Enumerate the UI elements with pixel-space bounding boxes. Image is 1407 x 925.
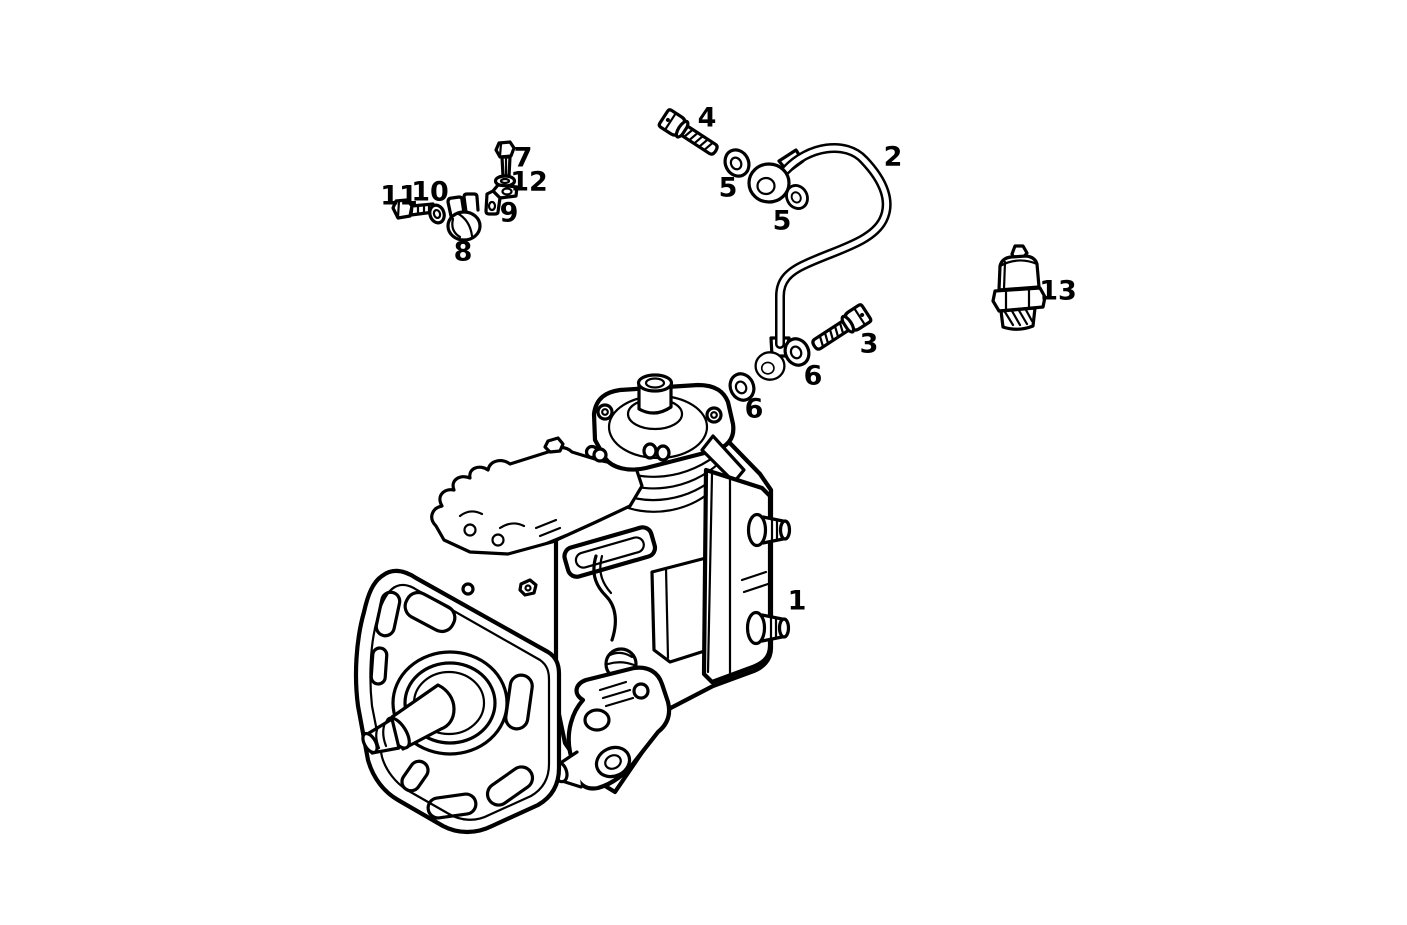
part-9-bracket (484, 183, 519, 216)
callout-5-seal-washer: 5 (772, 205, 792, 237)
callout-4-hex-screw: 4 (697, 102, 717, 134)
part-7-screw (494, 140, 516, 178)
callout-8-pipe-clamp: 8 (453, 236, 473, 268)
callout-6-seal-washer: 6 (803, 360, 823, 392)
callout-7-hex-screw: 7 (513, 142, 533, 174)
callout-12-washer: 12 (510, 166, 548, 198)
callout-6-seal-washer: 6 (744, 393, 764, 425)
callout-2-fuel-delivery-pipe: 2 (883, 141, 903, 173)
part-1-injection-pump (353, 373, 792, 835)
callout-13-sensor-switch: 13 (1039, 275, 1077, 307)
part-10-washer (428, 203, 446, 225)
part-13-sensor (991, 244, 1047, 331)
callout-5-seal-washer: 5 (718, 172, 738, 204)
part-8-clamp (446, 192, 482, 242)
callout-10-washer: 10 (411, 176, 449, 208)
callout-3-hex-screw: 3 (859, 328, 879, 360)
callout-11-hex-screw: 11 (380, 180, 418, 212)
callout-9-angle-bracket: 9 (499, 197, 519, 229)
callout-1-injection-pump: 1 (787, 585, 807, 617)
